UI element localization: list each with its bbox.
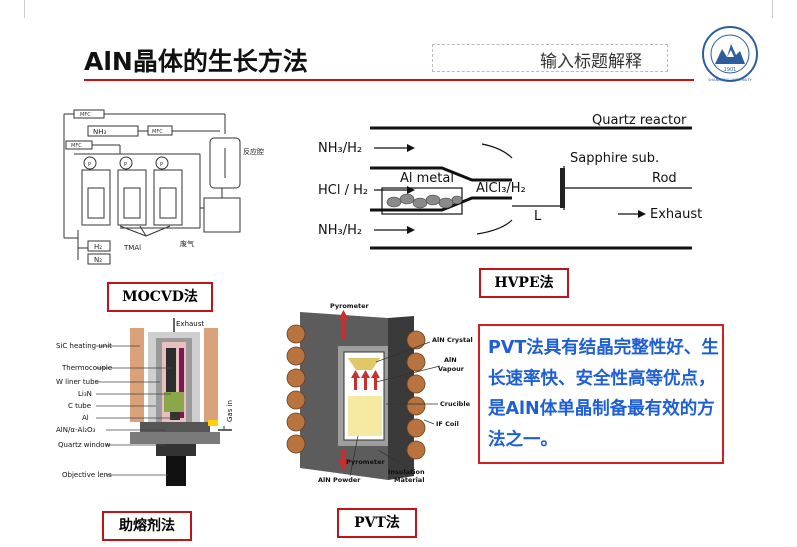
flux-exhaust: Exhaust (176, 320, 204, 328)
flux-thermocouple: Thermocouple (61, 364, 112, 372)
slide-title: AlN晶体的生长方法 (84, 47, 308, 76)
subtitle-placeholder-box[interactable] (432, 44, 668, 72)
mocvd-mfc3: MFC (71, 143, 82, 149)
mocvd-n2: N₂ (94, 256, 102, 264)
university-logo: 1901 SHANDONG UNIVERSITY (702, 26, 758, 82)
hvpe-hcl: HCl / H₂ (318, 183, 368, 198)
pvt-material: Material (394, 476, 424, 484)
flux-quartz-window: Quartz window (58, 441, 111, 449)
flux-c-tube: C tube (68, 402, 91, 410)
flux-li3n: Li₃N (78, 390, 92, 398)
mocvd-tmal: TMAl (123, 244, 141, 252)
mocvd-h2: H₂ (94, 243, 102, 251)
label-pvt: PVT法 (337, 508, 417, 538)
logo-text: SHANDONG UNIVERSITY (708, 78, 752, 82)
label-hvpe: HVPE法 (479, 268, 569, 298)
pvt-pyrometer-top: Pyrometer (330, 302, 369, 310)
pvt-description: PVT法具有结晶完整性好、生长速率快、安全性高等优点，是AlN体单晶制备最有效的… (488, 338, 719, 450)
corner-mark-right (772, 0, 773, 18)
hvpe-l: L (534, 209, 542, 224)
pvt-diagram: Pyrometer AlN Crystal AlN Vapour Crucibl… (286, 302, 473, 484)
pvt-aln: AlN (444, 356, 457, 364)
mocvd-p3: P (160, 162, 163, 168)
title-underline (84, 79, 694, 81)
mocvd-exhaust: 废气 (180, 239, 194, 248)
hvpe-diagram: Quartz reactor NH₃/H₂ HCl / H₂ NH₃/H₂ Al… (318, 113, 702, 250)
pvt-aln-crystal: AlN Crystal (432, 336, 473, 344)
flux-w-liner: W liner tube (56, 378, 99, 386)
hvpe-exhaust: Exhaust (650, 207, 702, 222)
flux-objective: Objective lens (62, 471, 112, 479)
hvpe-nh3-top: NH₃/H₂ (318, 141, 362, 156)
pvt-vapour: Vapour (438, 365, 465, 373)
hvpe-quartz: Quartz reactor (592, 113, 687, 128)
label-flux: 助熔剂法 (102, 511, 192, 541)
subtitle-placeholder[interactable]: 输入标题解释 (540, 52, 642, 72)
pvt-pyrometer-bottom: Pyrometer (346, 458, 385, 466)
hvpe-al-metal: Al metal (400, 171, 454, 186)
label-mocvd: MOCVD法 (107, 282, 213, 312)
flux-al: Al (82, 414, 89, 422)
pvt-insulation: Insulation (388, 468, 425, 476)
mocvd-p2: P (124, 162, 127, 168)
mocvd-mfc1: MFC (80, 112, 91, 118)
mocvd-nh3: NH₃ (93, 128, 107, 136)
mocvd-mfc2: MFC (152, 129, 163, 135)
flux-aln-al2o3: AlN/α-Al₂O₃ (56, 426, 96, 434)
corner-mark-left (24, 0, 25, 18)
hvpe-rod: Rod (652, 171, 677, 186)
pvt-aln-powder: AlN Powder (318, 476, 361, 484)
logo-year: 1901 (724, 67, 737, 73)
mocvd-diagram: MFC MFC MFC P P P NH₃ 反应腔 TMAl 废气 H₂ N₂ (63, 109, 264, 265)
hvpe-sapphire: Sapphire sub. (570, 151, 659, 166)
hvpe-nh3-bottom: NH₃/H₂ (318, 223, 362, 238)
flux-diagram: Exhaust SiC heating unit Thermocouple W … (56, 318, 234, 486)
mocvd-reactor: 反应腔 (243, 147, 264, 156)
hvpe-alcl3: AlCl₃/H₂ (476, 181, 526, 196)
flux-gas-in: Gas in (226, 400, 234, 422)
mocvd-p1: P (88, 162, 91, 168)
pvt-crucible: Crucible (440, 400, 471, 408)
pvt-if-coil: IF Coil (436, 420, 459, 428)
pvt-description-box (478, 324, 724, 464)
flux-sic: SiC heating unit (56, 342, 112, 350)
